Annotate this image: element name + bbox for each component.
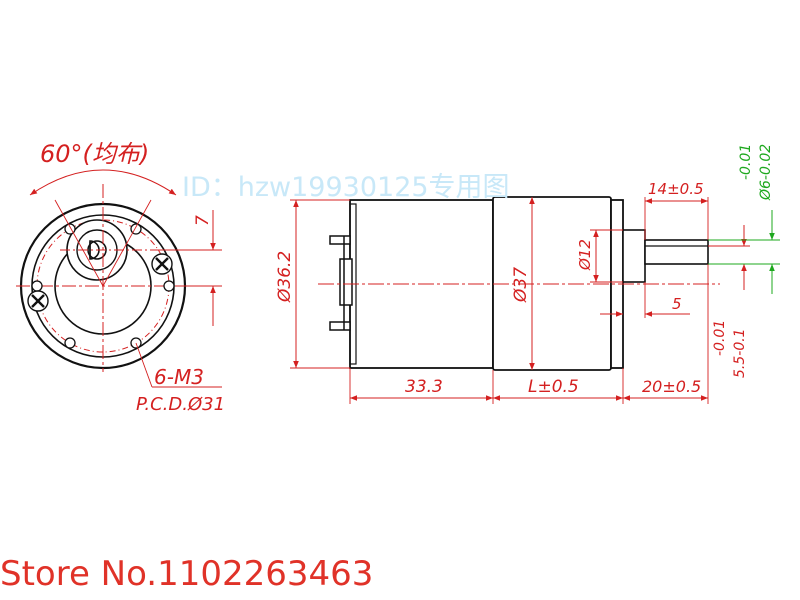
dim-flat-length: 14±0.5 (648, 180, 704, 198)
mount-hole (64, 337, 76, 349)
tol-flat-top: -0.01 (712, 320, 728, 356)
output-shaft (644, 239, 709, 265)
tol-shaft-top: -0.01 (738, 144, 754, 180)
dim-boss-length: 5 (672, 295, 682, 313)
dim-motor-length: 33.3 (405, 377, 443, 397)
dim-body-right: Ø37 (511, 267, 531, 303)
mount-hole (31, 280, 43, 292)
terminals (329, 235, 353, 331)
tol-shaft-bottom: Ø6-0.02 (758, 144, 774, 201)
pcd-label: P.C.D.Ø31 (136, 394, 225, 415)
dim-shaft-length: 20±0.5 (642, 377, 701, 396)
side-view: Ø36.2 Ø37 Ø12 33.3 L±0.5 20±0.5 14±0.5 5 (275, 144, 780, 404)
store-number-label: Store No.1102263463 (0, 554, 374, 594)
side-boss (622, 229, 646, 283)
screw-left (27, 290, 49, 312)
watermark-text: ID：hzw19930125专用图 (182, 172, 510, 203)
tol-flat-bottom: 5.5-0.1 (732, 328, 748, 378)
dim-gearbox-length: L±0.5 (528, 377, 579, 397)
thread-label: 6-M3 (154, 365, 204, 389)
dim-body-left: Ø36.2 (275, 251, 295, 303)
screw-right (151, 253, 173, 275)
mount-hole (163, 280, 175, 292)
offset-label: 7 (193, 215, 213, 226)
angle-arc (29, 169, 177, 196)
angle-label: 60°(均布) (40, 140, 149, 168)
dim-boss: Ø12 (576, 239, 594, 271)
front-view: 60°(均布) 7 6-M3 P.C.D.Ø31 (16, 140, 225, 415)
